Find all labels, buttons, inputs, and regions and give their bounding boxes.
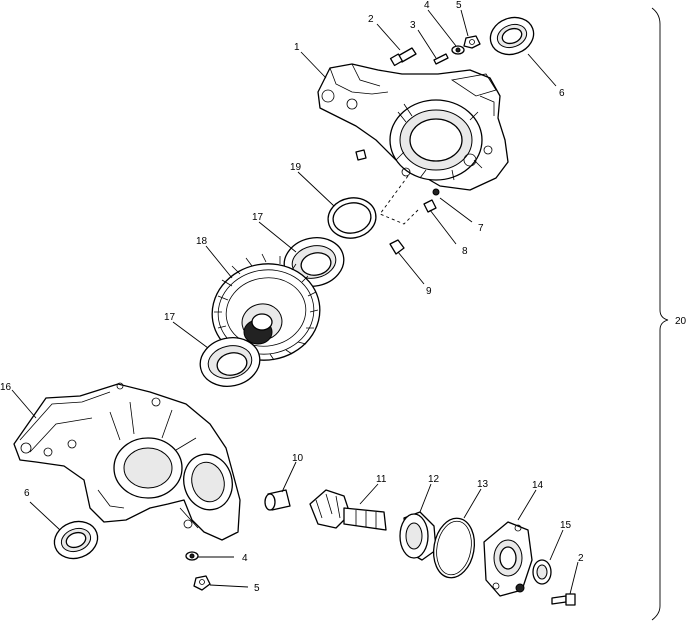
callout-12: 12 (428, 474, 440, 485)
callout-5-lower: 5 (254, 583, 260, 594)
callout-labels: 1 2 3 4 5 6 7 8 9 10 11 12 13 14 15 2 4 … (0, 0, 687, 594)
o-ring-13 (432, 517, 476, 579)
callout-6-lower: 6 (24, 488, 30, 499)
callout-14: 14 (532, 480, 544, 491)
callout-11: 11 (376, 474, 387, 485)
bearing-cap-14 (483, 521, 533, 597)
bushing-10 (264, 489, 291, 511)
callout-3: 3 (410, 20, 416, 31)
washer-nut-lower (185, 551, 211, 591)
shim-ring-19 (327, 197, 377, 239)
callout-10: 10 (292, 453, 304, 464)
callout-4-lower: 4 (242, 553, 248, 564)
bearing-lower-17 (199, 337, 261, 387)
small-nuts-top (355, 149, 440, 255)
callout-13: 13 (477, 479, 489, 490)
pinion-shaft-11 (309, 489, 387, 531)
oil-seal-lower (53, 520, 99, 560)
callout-15: 15 (560, 520, 572, 531)
callout-8: 8 (462, 246, 468, 257)
seal-15 (532, 559, 552, 585)
leader-lines (11, 7, 669, 621)
dowel-pin (433, 53, 449, 65)
callout-18: 18 (196, 236, 208, 247)
bolt-top (389, 47, 417, 67)
upper-gearcase-housing (317, 63, 509, 191)
callout-19: 19 (290, 162, 302, 173)
callout-9: 9 (426, 286, 432, 297)
callout-17-lower: 17 (164, 312, 176, 323)
ring-gear-18 (211, 253, 321, 362)
callout-17-upper: 17 (252, 212, 264, 223)
callout-7: 7 (478, 223, 484, 234)
callout-4-top: 4 (424, 0, 430, 11)
callout-16: 16 (0, 382, 12, 393)
callout-5-top: 5 (456, 0, 462, 11)
callout-2-lower: 2 (578, 553, 584, 564)
bolt-lower (551, 593, 576, 606)
bearing-12 (399, 511, 437, 561)
callout-2-top: 2 (368, 14, 374, 25)
callout-1: 1 (294, 42, 300, 53)
oil-seal-top (489, 16, 535, 56)
callout-6-top: 6 (559, 88, 565, 99)
washer-nut-top (451, 35, 481, 55)
lower-gearcase-housing (13, 382, 241, 541)
callout-20: 20 (675, 316, 687, 327)
